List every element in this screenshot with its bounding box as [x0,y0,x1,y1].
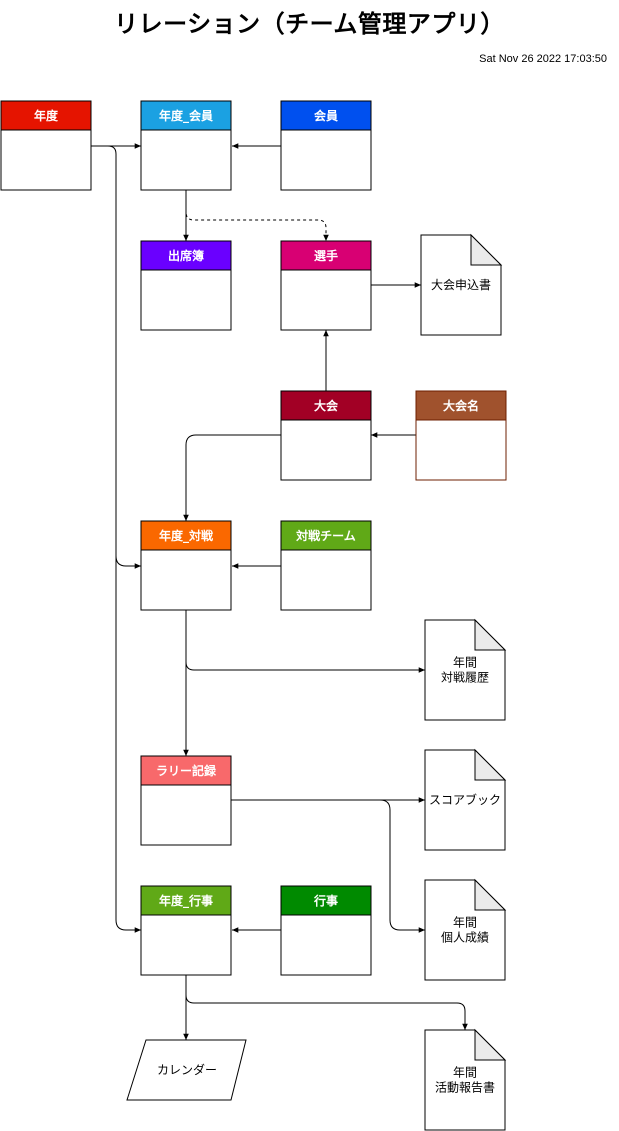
edge-taikai-to-nendo-taisen [183,434,281,521]
table-senshu: 選手 [280,240,372,331]
edge-rally-to-kojin [231,799,425,933]
table-nendo-gyoji: 年度_行事 [140,885,232,976]
table-header [140,520,232,551]
table-header [140,885,232,916]
document-fold [474,748,507,781]
table-header [280,885,372,916]
table-title: 大会名 [443,398,479,413]
table-title: 年度_行事 [159,893,213,909]
table-header [280,240,372,271]
table-taikaimei: 大会名 [415,390,507,481]
table-nendo-kaiin: 年度_会員 [140,100,232,191]
table-header [0,100,92,131]
diagram-title: リレーション（チーム管理アプリ） [114,10,505,38]
document-fold [474,618,507,651]
edge-nendo-to-nendo-taisen [91,145,141,569]
table-title: 年度_対戦 [159,528,214,544]
document-text: 個人成績 [441,931,489,945]
edge-nendo-gyoji-to-katsudo [185,975,468,1030]
table-nendo: 年度 [0,100,92,191]
table-taisen-team: 対戦チーム [280,520,372,611]
table-shusseki: 出席簿 [140,240,232,331]
document-text: 年間 [453,1066,477,1080]
document-text: 活動報告書 [435,1081,495,1095]
table-header [140,100,232,131]
table-title: ラリー記録 [156,763,217,778]
table-header [415,390,507,421]
document-text: 大会申込書 [431,278,491,292]
timestamp: Sat Nov 26 2022 17:03:50 [479,53,607,65]
document-doc-moushikomi: 大会申込書 [420,233,503,336]
edge-nendo-kaiin-to-senshu [185,190,329,241]
table-header [280,100,372,131]
table-title: 大会 [314,398,339,413]
document-text: 対戦履歴 [441,671,489,685]
table-title: 選手 [314,248,338,263]
edge-nendo-taisen-to-taisen-doc [185,610,425,673]
io-shape [126,1039,247,1101]
table-title: 出席簿 [168,248,204,263]
table-kaiin: 会員 [280,100,372,191]
table-title: 対戦チーム [295,528,356,543]
io-calendar: カレンダー [126,1039,247,1101]
document-text: スコアブック [429,792,501,807]
table-title: 年度_会員 [159,108,213,124]
table-rally: ラリー記録 [140,755,232,846]
table-header [140,755,232,786]
edge-nendo-to-nendo-gyoji [115,550,141,933]
document-fold [474,878,507,911]
table-title: 年度 [34,108,59,123]
table-taikai: 大会 [280,390,372,481]
document-text: 年間 [453,916,477,930]
table-gyoji: 行事 [280,885,372,976]
table-title: 会員 [314,108,338,123]
document-doc-score: スコアブック [424,748,507,851]
document-fold [474,1028,507,1061]
document-fold [470,233,503,266]
io-label: カレンダー [157,1062,217,1077]
table-header [280,390,372,421]
table-nendo-taisen: 年度_対戦 [140,520,232,611]
table-title: 行事 [313,893,338,908]
document-text: 年間 [453,656,477,670]
table-header [280,520,372,551]
table-header [140,240,232,271]
